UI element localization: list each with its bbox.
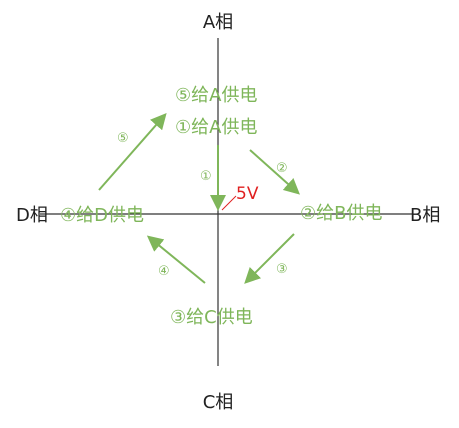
arrow-step-3 [244,233,295,284]
step-2-label: ②给B供电 [300,203,383,224]
step-4-label: ④给D供电 [60,205,144,226]
phase-a-label: A相 [203,12,233,33]
arrow-step-2 [249,149,300,195]
step-1-label: ①给A供电 [175,117,257,138]
arrow-number-4: ④ [158,264,170,279]
phase-c-label: C相 [203,392,234,413]
arrow-number-2: ② [276,161,288,176]
step-3-label: ③给C供电 [170,307,253,328]
arrow-step-4 [146,235,206,284]
step-5-label: ⑤给A供电 [175,85,257,106]
voltage-label: 5V [236,184,259,204]
voltage-leader-line [221,195,237,211]
phase-b-label: B相 [410,205,440,226]
arrow-number-1: ① [200,169,212,184]
arrow-number-5: ⑤ [117,131,129,146]
phase-d-label: D相 [16,205,48,226]
arrow-number-3: ③ [276,262,288,277]
arrow-step-5 [98,112,167,191]
